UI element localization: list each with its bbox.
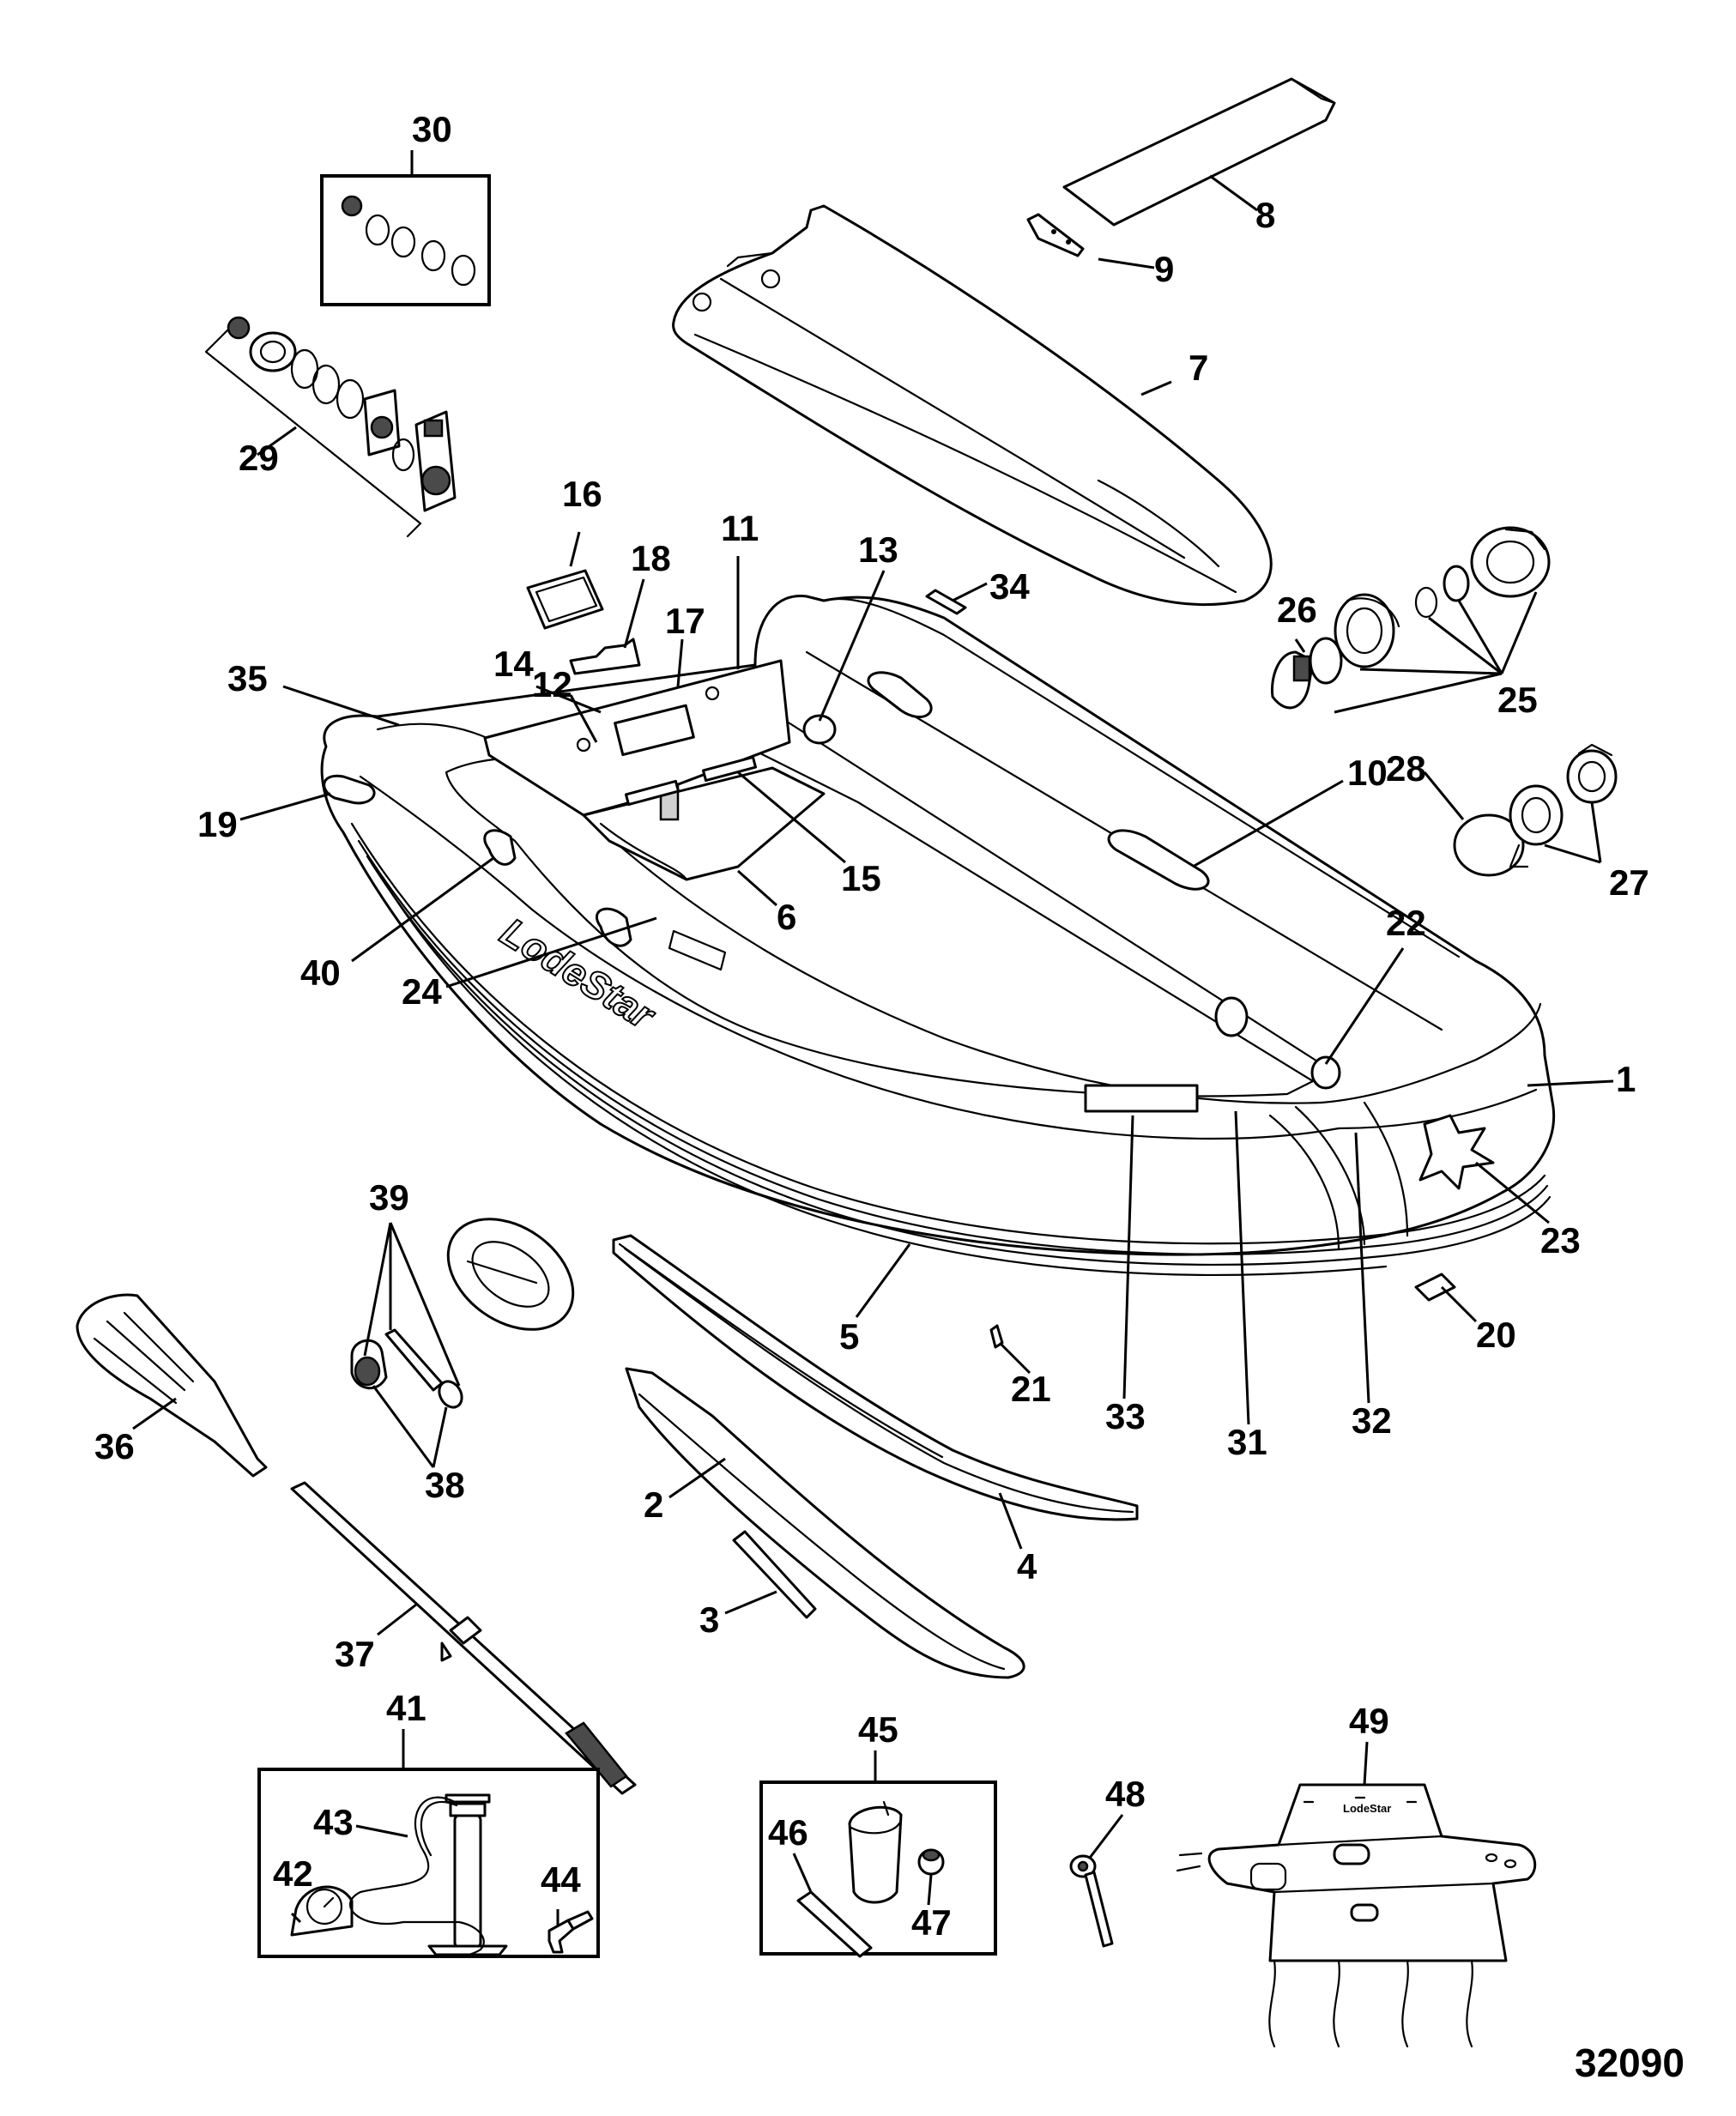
part-49-boat-cover: LodeStar [1176,1783,1537,2048]
callout-labels: 1 2 3 4 5 6 7 8 9 10 11 12 13 14 15 16 1… [94,109,1649,1943]
callout-2: 2 [644,1484,663,1525]
callout-42: 42 [273,1853,313,1894]
callout-17: 17 [665,601,705,641]
callout-4: 4 [1017,1546,1037,1587]
callout-24: 24 [402,971,442,1012]
part-7-floorboard [672,204,1273,607]
part-45-repair-kit [759,1780,997,1958]
callout-27: 27 [1609,862,1649,903]
callout-36: 36 [94,1426,135,1466]
part-1-inflatable-boat: LodeStar [320,594,1556,1349]
part-41-pump-kit [257,1768,600,1959]
callout-16: 16 [562,474,602,514]
part-3-patch [732,1530,817,1619]
leader-lines [132,150,1614,1926]
part-2-keel-guard [625,1367,1025,1679]
part-4-keel-strip [612,1234,1139,1521]
callout-10: 10 [1347,753,1388,793]
callout-43: 43 [313,1802,354,1842]
callout-15: 15 [841,858,881,898]
callout-20: 20 [1476,1315,1516,1355]
callout-12: 12 [532,664,572,704]
callout-31: 31 [1227,1422,1267,1462]
callout-22: 22 [1386,903,1426,943]
callout-34: 34 [989,566,1030,607]
callout-1: 1 [1616,1059,1636,1099]
callout-37: 37 [335,1634,375,1674]
callout-21: 21 [1011,1369,1051,1409]
callout-3: 3 [699,1599,719,1640]
callout-6: 6 [777,897,796,937]
callout-40: 40 [300,952,341,993]
callout-44: 44 [541,1859,581,1900]
callout-29: 29 [239,438,279,478]
callout-11: 11 [721,508,759,548]
callout-38: 38 [425,1465,465,1505]
part-18-pad [569,638,641,675]
callout-25: 25 [1497,680,1538,720]
part-48-pin [1069,1854,1114,1948]
callout-46: 46 [768,1812,808,1853]
part-8-transom-strip [1062,77,1336,227]
part-29-valve-kit [204,316,457,538]
callout-9: 9 [1154,249,1174,289]
callout-49: 49 [1349,1701,1389,1741]
figure-number: 32090 [1575,2040,1685,2085]
callout-5: 5 [839,1316,859,1357]
callout-18: 18 [631,538,671,578]
callout-41: 41 [386,1688,426,1728]
callout-45: 45 [858,1709,898,1750]
callout-14: 14 [493,644,534,684]
part-38-39-oarlock [350,1218,575,1409]
callout-13: 13 [858,529,898,570]
callout-39: 39 [369,1177,409,1218]
callout-33: 33 [1105,1396,1146,1436]
part-30-seal-kit [320,174,491,306]
cover-brand-label: LodeStar [1343,1802,1391,1815]
part-25-26-valve [1270,526,1551,710]
part-37-oar-shaft [290,1481,637,1795]
part-34-patch [925,589,967,615]
callout-23: 23 [1540,1220,1581,1261]
callout-19: 19 [197,804,238,844]
part-16-hatch-cover [526,569,604,630]
callout-8: 8 [1255,195,1275,235]
callout-47: 47 [911,1902,952,1943]
callout-26: 26 [1277,589,1317,630]
callout-30: 30 [412,109,452,149]
part-36-oar-blade [76,1293,268,1478]
part-9-bracket [1026,213,1085,257]
callout-35: 35 [227,658,268,698]
callout-48: 48 [1105,1774,1146,1814]
callout-32: 32 [1352,1400,1392,1441]
callout-28: 28 [1386,748,1426,789]
callout-7: 7 [1189,348,1208,388]
part-27-28-valve-cap [1453,743,1618,877]
